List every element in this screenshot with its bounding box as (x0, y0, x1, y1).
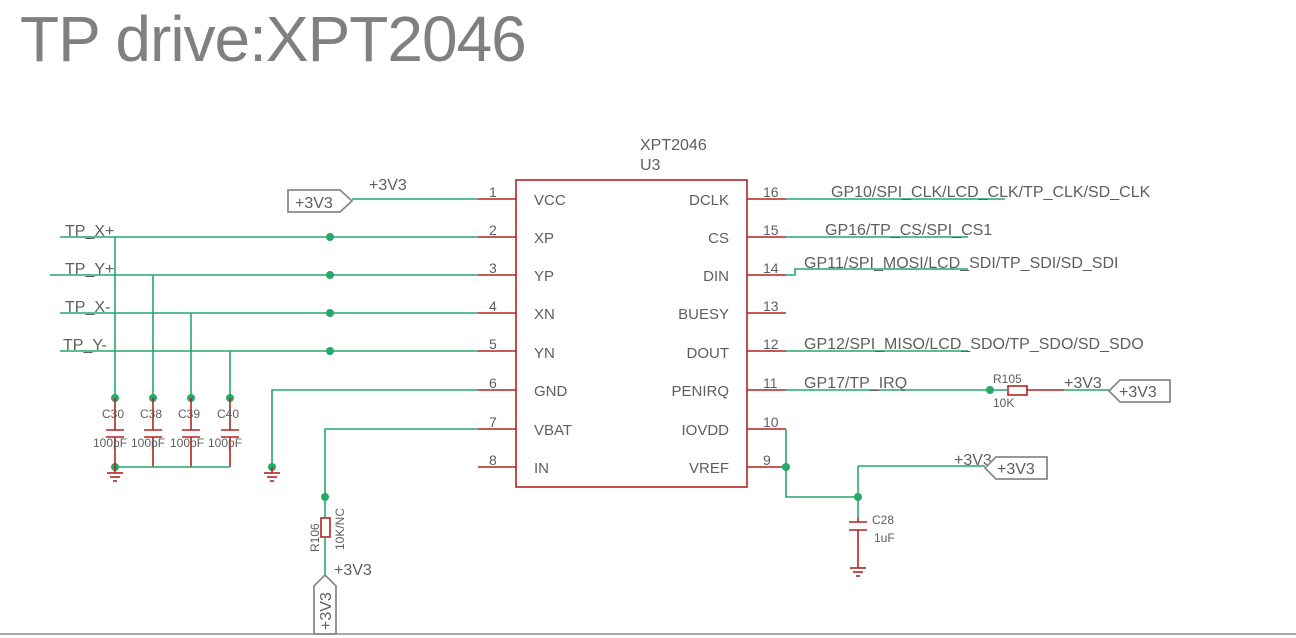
pin-10-name: IOVDD (681, 422, 729, 439)
net-penirq: GP17/TP_IRQ (804, 375, 907, 392)
c28-ref: C28 (872, 513, 894, 527)
right-pin-stubs (747, 198, 786, 468)
pin-16-name: DCLK (689, 192, 729, 209)
c28-value: 1uF (874, 531, 895, 545)
pin-6-number: 6 (489, 375, 497, 391)
pin-2-number: 2 (489, 222, 497, 238)
right-net-wires (786, 198, 1007, 391)
left-pin-stubs (478, 198, 516, 468)
pin-12-number: 12 (763, 336, 779, 352)
ground-symbol-gnd (264, 467, 280, 482)
iovdd-vref-wire (785, 429, 858, 498)
r105-ref: R105 (993, 372, 1022, 386)
r106-value: 10K/NC (333, 508, 347, 550)
c40-ref: C40 (217, 407, 239, 421)
r105-power-flag (1107, 379, 1171, 403)
pin-15-name: CS (708, 230, 729, 247)
c40-value: 100pF (208, 436, 242, 450)
pin-14-number: 14 (763, 260, 779, 276)
net-din: GP11/SPI_MOSI/LCD_SDI/TP_SDI/SD_SDI (804, 255, 1118, 272)
net-dclk: GP10/SPI_CLK/LCD_CLK/TP_CLK/SD_CLK (831, 184, 1151, 201)
pin-13-name: BUESY (678, 306, 729, 323)
resistor-r106 (320, 517, 331, 538)
c38-ref: C38 (140, 407, 162, 421)
chip-ref: U3 (640, 157, 661, 174)
pin-7-number: 7 (489, 414, 497, 430)
vcc-net-label: +3V3 (369, 177, 407, 194)
c39-value: 100pF (170, 436, 204, 450)
pin-12-name: DOUT (687, 345, 730, 362)
pin-16-number: 16 (763, 184, 779, 200)
vcc-power-flag-label: +3V3 (295, 195, 333, 212)
pin-8-number: 8 (489, 452, 497, 468)
r106-ref: R106 (308, 523, 322, 552)
net-tp-y-minus: TP_Y- (63, 337, 107, 354)
r106-power-flag-label: +3V3 (318, 592, 335, 630)
pin-7-name: VBAT (534, 422, 572, 439)
touch-panel-wires (50, 236, 478, 398)
vbat-wire (324, 428, 478, 517)
pin-2-name: XP (534, 230, 554, 247)
ground-symbol-c28 (850, 567, 866, 577)
pin-5-number: 5 (489, 336, 497, 352)
pin-11-name: PENIRQ (671, 383, 729, 400)
pin-3-number: 3 (489, 260, 497, 276)
c30-ref: C30 (102, 407, 124, 421)
pin-11-number: 11 (763, 375, 778, 391)
net-dout: GP12/SPI_MISO/LCD_SDO/TP_SDO/SD_SDO (804, 336, 1144, 353)
ground-symbol-caps (107, 467, 123, 482)
pin-1-name: VCC (534, 192, 566, 209)
pin-14-name: DIN (703, 268, 729, 285)
pin-5-name: YN (534, 345, 555, 362)
chip-name: XPT2046 (640, 137, 707, 154)
capacitor-c30 (106, 398, 124, 467)
r105-power-flag-label: +3V3 (1119, 384, 1157, 401)
pin-6-name: GND (534, 383, 568, 400)
pin-10-number: 10 (763, 414, 779, 430)
pin-8-name: IN (534, 460, 549, 477)
net-tp-y-plus: TP_Y+ (65, 261, 114, 278)
pin-1-number: 1 (489, 184, 497, 200)
c28-net-label: +3V3 (954, 452, 992, 469)
net-cs: GP16/TP_CS/SPI_CS1 (825, 222, 992, 239)
r106-net-label: +3V3 (334, 562, 372, 579)
pin-4-name: XN (534, 306, 555, 323)
gnd-wire (271, 389, 478, 467)
pin-13-number: 13 (763, 298, 779, 314)
net-tp-x-minus: TP_X- (65, 299, 110, 316)
pin-15-number: 15 (763, 222, 779, 238)
pin-3-name: YP (534, 268, 554, 285)
c28-power-flag (983, 456, 1048, 480)
r105-net-label: +3V3 (1064, 375, 1102, 392)
capacitor-c40 (221, 398, 239, 467)
pin-9-number: 9 (763, 452, 771, 468)
pin-4-number: 4 (489, 298, 497, 314)
r105-value: 10K (993, 396, 1014, 410)
vcc-power-flag (287, 189, 354, 213)
c30-value: 100pF (93, 436, 127, 450)
chip-body (515, 179, 748, 488)
c38-value: 100pF (131, 436, 165, 450)
net-tp-x-plus: TP_X+ (65, 223, 114, 240)
capacitor-c38 (144, 398, 162, 467)
c39-ref: C39 (178, 407, 200, 421)
c28-power-flag-label: +3V3 (997, 461, 1035, 478)
page-title: TP drive:XPT2046 (20, 3, 527, 75)
pin-9-name: VREF (689, 460, 729, 477)
capacitor-c28 (849, 518, 867, 568)
capacitor-c39 (182, 398, 200, 467)
resistor-r105 (1007, 385, 1028, 396)
